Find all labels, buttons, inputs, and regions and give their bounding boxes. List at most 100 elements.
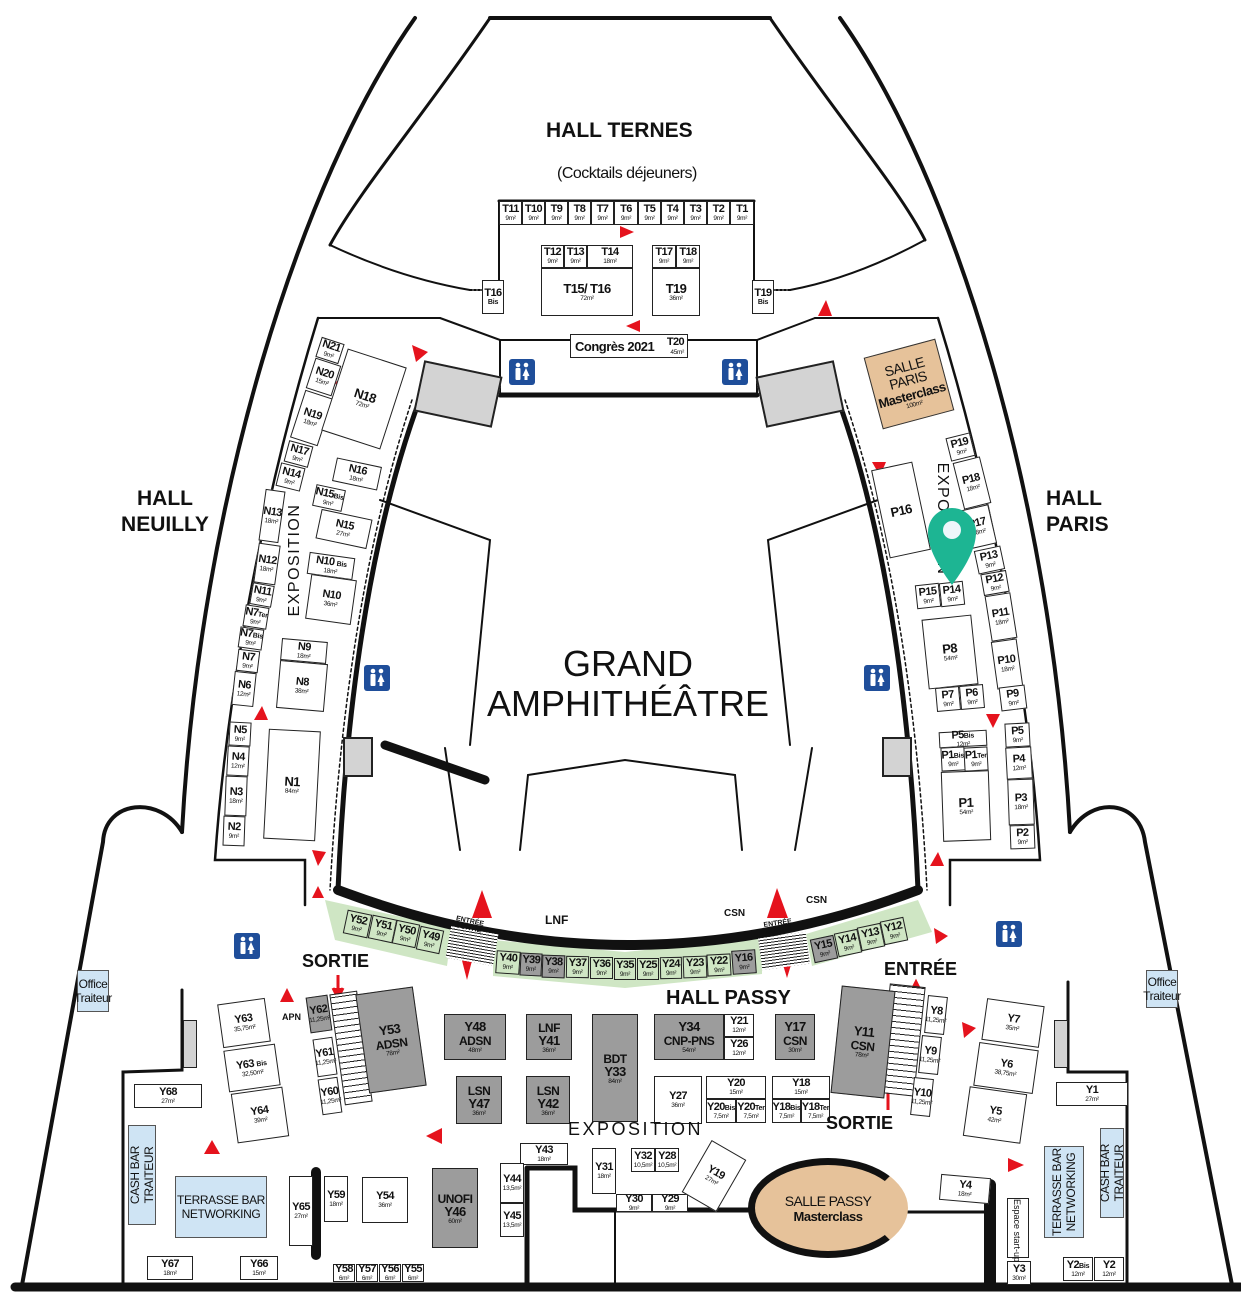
booth-y48[interactable]: Y48ADSN48m² <box>444 1014 506 1060</box>
booth-n4[interactable]: N412m² <box>226 745 250 777</box>
booth-p5[interactable]: P59m² <box>1004 722 1031 748</box>
booth-p1bis[interactable]: P1Bis9m² <box>940 746 966 772</box>
booth-t1[interactable]: T19m² <box>730 201 754 225</box>
booth-p2[interactable]: P29m² <box>1009 824 1036 850</box>
booth-p9[interactable]: P99m² <box>998 684 1028 712</box>
booth-t6[interactable]: T69m² <box>614 201 638 225</box>
booth-p1ter[interactable]: P1Ter9m² <box>963 746 989 772</box>
booth-y38[interactable]: Y389m² <box>541 954 566 979</box>
booth-y49[interactable]: Y499m² <box>415 925 445 955</box>
booth-y12[interactable]: Y129m² <box>879 916 909 946</box>
booth-n7bis[interactable]: N7Bis9m² <box>237 626 265 651</box>
booth-y18[interactable]: Y1815m² <box>772 1076 830 1099</box>
booth-y59[interactable]: Y5918m² <box>324 1176 348 1222</box>
booth-y30[interactable]: Y309m² <box>616 1193 652 1212</box>
booth-cashbar-l[interactable]: CASH BARTRAITEUR <box>128 1125 156 1225</box>
booth-p1[interactable]: P154m² <box>940 770 992 842</box>
booth-y43[interactable]: Y4318m² <box>520 1143 568 1165</box>
booth-y68[interactable]: Y6827m² <box>134 1084 202 1108</box>
booth-y5[interactable]: Y542m² <box>962 1086 1028 1144</box>
booth-salle-passy[interactable]: SALLE PASSYMasterclass <box>748 1158 908 1258</box>
booth-y58[interactable]: Y586m² <box>333 1263 355 1282</box>
booth-y2[interactable]: Y212m² <box>1094 1257 1124 1281</box>
booth-y18bis[interactable]: Y18Bis7,5m² <box>772 1099 801 1123</box>
booth-y23[interactable]: Y239m² <box>682 955 708 979</box>
booth-t11[interactable]: T119m² <box>499 201 522 225</box>
booth-y55[interactable]: Y556m² <box>402 1263 424 1282</box>
booth-terrasse-r[interactable]: TERRASSE BARNETWORKING <box>1044 1146 1084 1238</box>
booth-y26[interactable]: Y2612m² <box>724 1037 754 1060</box>
booth-y1[interactable]: Y127m² <box>1056 1082 1128 1106</box>
booth-t2[interactable]: T29m² <box>707 201 730 225</box>
booth-t15-t16[interactable]: T15/ T1672m² <box>541 268 633 316</box>
booth-y8[interactable]: Y811,25m² <box>924 995 948 1035</box>
booth-y6[interactable]: Y638,75m² <box>973 1042 1039 1094</box>
booth-y36[interactable]: Y369m² <box>590 957 613 979</box>
booth-t16bis[interactable]: T16Bis <box>482 280 504 314</box>
booth-t17[interactable]: T179m² <box>652 245 676 268</box>
booth-n10[interactable]: N1036m² <box>305 574 357 625</box>
booth-y40[interactable]: Y409m² <box>495 950 521 975</box>
booth-t18[interactable]: T189m² <box>676 245 700 268</box>
booth-n2[interactable]: N29m² <box>222 815 246 847</box>
booth-p4[interactable]: P412m² <box>1005 746 1033 780</box>
booth-y34[interactable]: Y34CNP-PNS54m² <box>654 1014 724 1060</box>
booth-y21[interactable]: Y2112m² <box>724 1014 754 1037</box>
booth-y18ter[interactable]: Y18Ter7,5m² <box>801 1099 830 1123</box>
booth-t14[interactable]: T1418m² <box>587 245 633 268</box>
booth-y54[interactable]: Y5436m² <box>362 1177 408 1223</box>
booth-n6[interactable]: N612m² <box>231 670 257 708</box>
booth-n5[interactable]: N59m² <box>228 721 252 747</box>
booth-y39[interactable]: Y399m² <box>519 952 543 977</box>
booth-t20[interactable]: T20Congrès 202145m² <box>570 334 688 358</box>
booth-y27[interactable]: Y2736m² <box>654 1076 702 1124</box>
booth-t8[interactable]: T89m² <box>568 201 591 225</box>
booth-y41[interactable]: LNFY4136m² <box>526 1014 572 1060</box>
booth-n3[interactable]: N318m² <box>224 775 248 817</box>
booth-office-l[interactable]: OfficeTraiteur <box>74 970 112 1012</box>
booth-y10[interactable]: Y1011,25m² <box>910 1077 934 1117</box>
booth-y9[interactable]: Y911,25m² <box>918 1035 942 1075</box>
booth-t19[interactable]: T1936m² <box>652 268 700 316</box>
booth-y33[interactable]: BDTY3384m² <box>592 1014 638 1122</box>
booth-t9[interactable]: T99m² <box>545 201 568 225</box>
booth-y46[interactable]: UNOFIY4660m² <box>432 1168 478 1248</box>
booth-n11[interactable]: N119m² <box>249 582 275 608</box>
booth-y44[interactable]: Y4413,5m² <box>500 1163 524 1203</box>
booth-y2bis[interactable]: Y2Bis12m² <box>1063 1257 1093 1281</box>
booth-y17[interactable]: Y17CSN30m² <box>775 1014 815 1060</box>
booth-terrasse-l[interactable]: TERRASSE BARNETWORKING <box>175 1176 267 1238</box>
booth-y57[interactable]: Y576m² <box>356 1263 378 1282</box>
booth-y25[interactable]: Y259m² <box>637 958 659 980</box>
booth-y20[interactable]: Y2015m² <box>706 1076 766 1099</box>
booth-office-r[interactable]: OfficeTraiteur <box>1143 970 1181 1008</box>
booth-t12[interactable]: T129m² <box>541 245 564 268</box>
booth-y20bis[interactable]: Y20Bis7,5m² <box>706 1099 736 1123</box>
booth-p7[interactable]: P79m² <box>934 685 962 713</box>
booth-y66[interactable]: Y6615m² <box>240 1256 278 1280</box>
booth-y37[interactable]: Y379m² <box>565 955 590 979</box>
booth-y45[interactable]: Y4513,5m² <box>500 1203 524 1237</box>
booth-t3[interactable]: T39m² <box>684 201 707 225</box>
booth-y20ter[interactable]: Y20Ter7,5m² <box>736 1099 766 1123</box>
booth-y63[interactable]: Y6335,75m² <box>217 997 271 1049</box>
booth-y16[interactable]: Y169m² <box>731 949 757 975</box>
booth-y29[interactable]: Y299m² <box>652 1193 688 1212</box>
booth-n1[interactable]: N184m² <box>263 728 321 842</box>
booth-p3[interactable]: P318m² <box>1007 778 1035 826</box>
booth-t7[interactable]: T79m² <box>591 201 614 225</box>
booth-p15[interactable]: P159m² <box>914 582 942 610</box>
booth-y24[interactable]: Y249m² <box>659 956 683 980</box>
booth-y64[interactable]: Y6439m² <box>230 1086 290 1144</box>
booth-y3[interactable]: Y330m² <box>1007 1261 1031 1285</box>
booth-p6[interactable]: P69m² <box>958 683 986 711</box>
booth-n8[interactable]: N838m² <box>275 659 329 713</box>
booth-y22[interactable]: Y229m² <box>706 953 732 977</box>
booth-n7ter[interactable]: N7Ter9m² <box>242 604 270 630</box>
booth-y28[interactable]: Y2810,5m² <box>655 1148 679 1172</box>
booth-n7[interactable]: N79m² <box>235 648 261 674</box>
booth-y56[interactable]: Y566m² <box>379 1263 401 1282</box>
booth-y31[interactable]: Y3118m² <box>592 1148 616 1194</box>
booth-t13[interactable]: T139m² <box>564 245 587 268</box>
booth-t4[interactable]: T49m² <box>661 201 684 225</box>
